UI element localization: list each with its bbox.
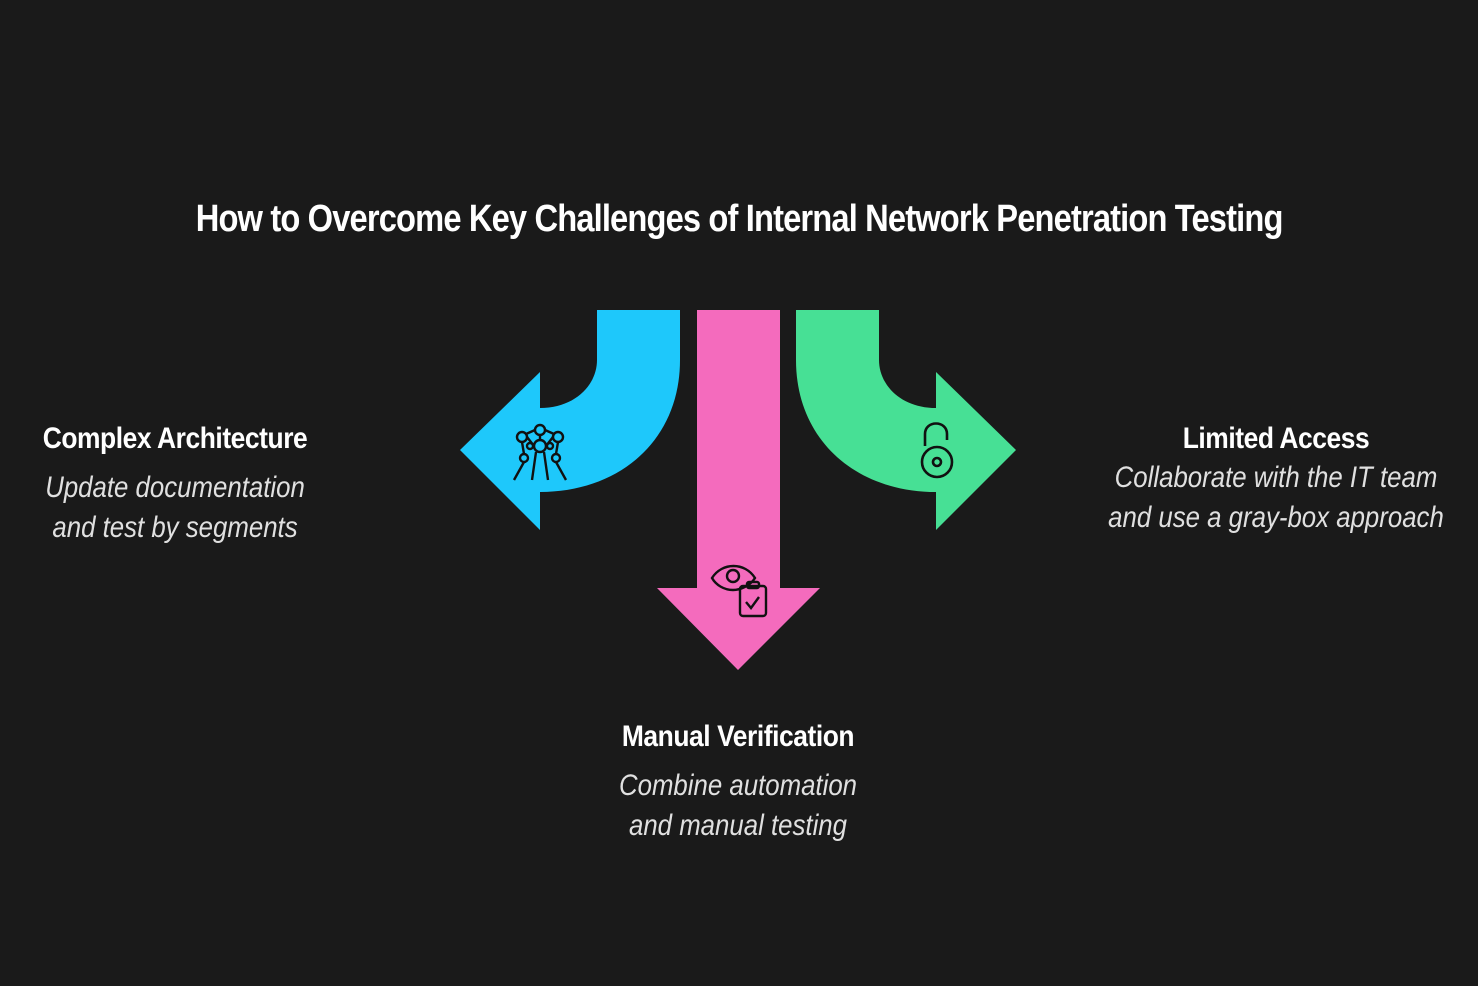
arrow-limited-access bbox=[796, 310, 1016, 530]
arrow-complex-architecture bbox=[460, 310, 680, 530]
item-complex-architecture: Complex Architecture Update documentatio… bbox=[10, 422, 340, 548]
item-limited-access: Limited Access Collaborate with the IT t… bbox=[1076, 422, 1476, 538]
item-description-line: and use a gray-box approach bbox=[1108, 501, 1444, 534]
diagram-title: How to Overcome Key Challenges of Intern… bbox=[195, 198, 1284, 240]
item-heading: Limited Access bbox=[1182, 422, 1370, 455]
item-heading: Manual Verification bbox=[621, 720, 855, 753]
item-description-line: and test by segments bbox=[52, 511, 298, 544]
eye-clipboard-icon bbox=[710, 564, 768, 618]
network-structure-icon bbox=[512, 423, 568, 481]
item-heading: Complex Architecture bbox=[42, 422, 308, 455]
item-manual-verification: Manual Verification Combine automation a… bbox=[538, 720, 938, 846]
arrow-manual-verification bbox=[657, 310, 820, 670]
open-lock-icon bbox=[920, 422, 954, 479]
item-description-line: Combine automation bbox=[618, 769, 858, 802]
item-description-line: and manual testing bbox=[628, 809, 848, 842]
item-description-line: Collaborate with the IT team bbox=[1114, 461, 1438, 494]
item-description-line: Update documentation bbox=[45, 471, 305, 504]
